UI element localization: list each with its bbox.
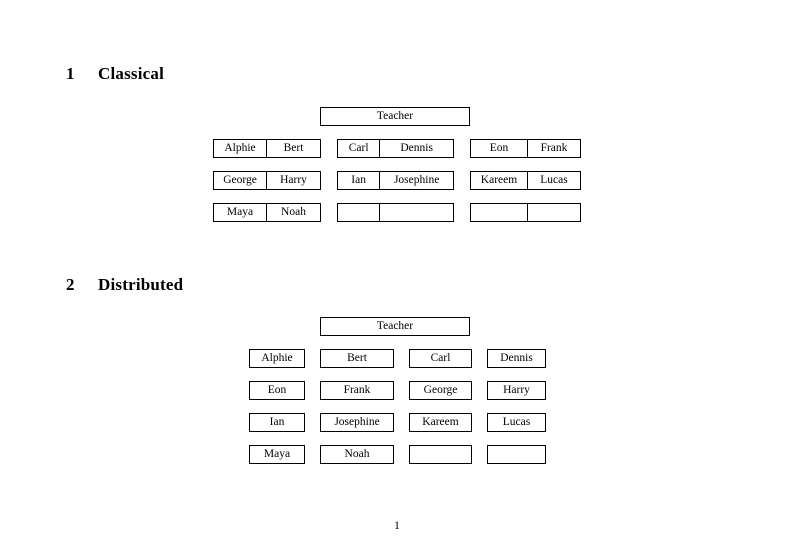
- section-number: 1: [66, 64, 75, 83]
- student-box: Dennis: [487, 349, 546, 368]
- section-title: Distributed: [98, 275, 184, 294]
- table-row: Eon Frank: [470, 139, 581, 158]
- table-row: [470, 203, 581, 222]
- table-cell: Frank: [540, 141, 568, 154]
- table-cell: Eon: [471, 140, 528, 157]
- table-cell: Kareem: [471, 172, 528, 189]
- section-title: Classical: [98, 64, 165, 83]
- section-number: 2: [66, 275, 75, 294]
- table-cell: Josephine: [393, 173, 440, 186]
- student-box: Maya: [249, 445, 305, 464]
- student-box: George: [409, 381, 472, 400]
- page-number: 1: [394, 520, 400, 532]
- table-cell-empty: [471, 204, 528, 221]
- table-row: Alphie Bert: [213, 139, 321, 158]
- table-row: Kareem Lucas: [470, 171, 581, 190]
- table-cell: George: [214, 172, 268, 189]
- table-row: Carl Dennis: [337, 139, 454, 158]
- student-box: Kareem: [409, 413, 472, 432]
- teacher-box-classical: Teacher: [320, 107, 470, 126]
- student-box: Ian: [249, 413, 305, 432]
- table-row: Ian Josephine: [337, 171, 454, 190]
- student-box: Alphie: [249, 349, 305, 368]
- table-cell: Harry: [280, 173, 307, 186]
- table-cell: Maya: [214, 204, 268, 221]
- student-box: Harry: [487, 381, 546, 400]
- student-box: Josephine: [320, 413, 394, 432]
- table-cell: Lucas: [540, 173, 568, 186]
- table-cell: Alphie: [214, 140, 268, 157]
- student-box: Carl: [409, 349, 472, 368]
- table-row: Maya Noah: [213, 203, 321, 222]
- table-cell: Dennis: [400, 141, 433, 154]
- student-box: Eon: [249, 381, 305, 400]
- student-box: Lucas: [487, 413, 546, 432]
- table-cell-empty: [380, 204, 453, 221]
- table-cell-empty: [528, 204, 580, 221]
- table-cell: Ian: [338, 172, 381, 189]
- student-box-empty: [409, 445, 472, 464]
- table-row: [337, 203, 454, 222]
- student-box: Bert: [320, 349, 394, 368]
- table-cell-empty: [338, 204, 381, 221]
- section-heading-classical: 1 Classical: [66, 64, 164, 84]
- table-cell: Carl: [338, 140, 381, 157]
- student-box-empty: [487, 445, 546, 464]
- section-heading-distributed: 2 Distributed: [66, 275, 183, 295]
- teacher-box-distributed: Teacher: [320, 317, 470, 336]
- student-box: Noah: [320, 445, 394, 464]
- table-cell: Bert: [283, 141, 304, 154]
- table-cell: Noah: [281, 205, 306, 218]
- table-row: George Harry: [213, 171, 321, 190]
- student-box: Frank: [320, 381, 394, 400]
